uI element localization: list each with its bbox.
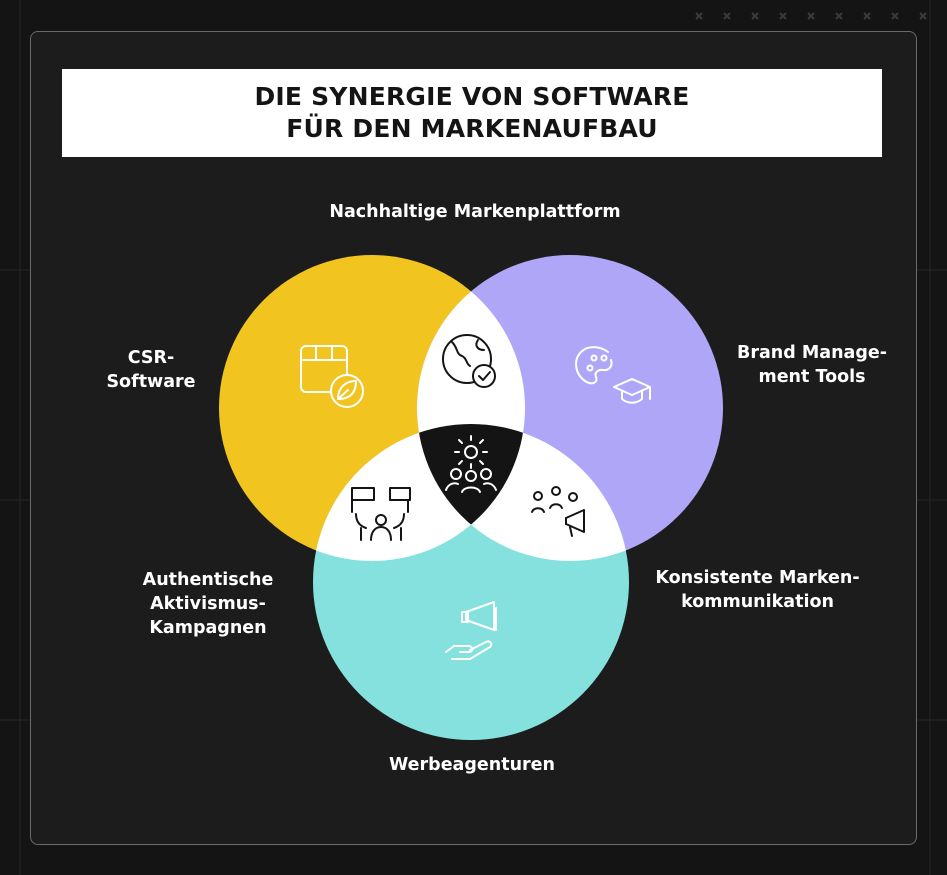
package-leaf-icon — [300, 345, 364, 408]
intersection-csr-agencies — [313, 424, 525, 561]
label-werbeagenturen: Werbeagenturen — [388, 755, 556, 775]
palette-graduation-cap-icon — [575, 346, 651, 404]
title-banner: DIE SYNERGIE VON SOFTWARE FÜR DEN MARKEN… — [62, 69, 882, 157]
gear-people-icon — [445, 435, 497, 493]
people-megaphone-icon — [531, 486, 585, 537]
label-authentische-aktivismus-kampagnen: Authentische Aktivismus- Kampagnen — [142, 570, 274, 638]
label-nachhaltige-markenplattform: Nachhaltige Markenplattform — [329, 202, 621, 222]
intersection-brand-agencies — [417, 424, 629, 561]
label-csr-software: CSR- Software — [106, 348, 196, 392]
label-konsistente-markenkommunikation: Konsistente Marken- kommunikation — [655, 568, 860, 612]
hand-megaphone-icon — [445, 601, 497, 660]
globe-check-icon — [442, 334, 496, 388]
decorative-cross-pattern — [695, 12, 927, 20]
label-brand-management-tools: Brand Manage- ment Tools — [736, 343, 887, 387]
protest-signs-icon — [351, 487, 411, 541]
title-line-2: FÜR DEN MARKENAUFBAU — [286, 114, 658, 143]
title-line-1: DIE SYNERGIE VON SOFTWARE — [254, 82, 690, 111]
